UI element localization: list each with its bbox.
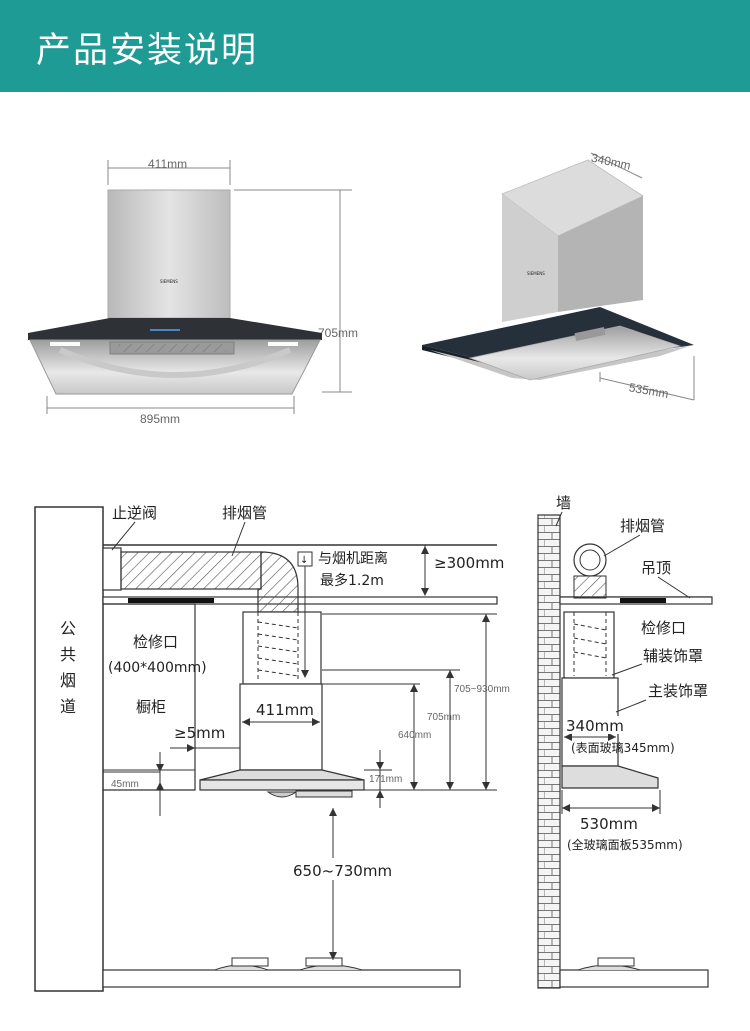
side-countertop xyxy=(559,969,709,988)
front-brand-logo: SIEMENS xyxy=(160,279,178,284)
dim-705-label: 705mm xyxy=(427,712,460,723)
public-flue-char-4: 道 xyxy=(60,697,76,716)
exhaust-pipe-horizontal xyxy=(120,551,262,590)
side-exhaust-pipe-label: 排烟管 xyxy=(620,517,665,535)
lower-chimney xyxy=(239,683,323,771)
dim-640-label: 640mm xyxy=(398,730,431,741)
exhaust-pipe-label: 排烟管 xyxy=(222,504,267,522)
side-depth-530-label: 530mm xyxy=(580,815,638,833)
svg-text:↓: ↓ xyxy=(300,555,308,566)
public-flue-char-2: 共 xyxy=(60,645,76,664)
distance-note-line1: 与烟机距离 xyxy=(318,550,388,567)
wall-cabinet xyxy=(103,603,196,791)
front-height-label: 705mm xyxy=(318,326,358,340)
main-cover-label: 主装饰罩 xyxy=(648,682,708,700)
aux-cover-label: 辅装饰罩 xyxy=(643,647,703,665)
ceiling-board xyxy=(102,596,498,605)
ceiling-label: 吊顶 xyxy=(641,559,671,577)
dim-45-label: 45mm xyxy=(111,779,139,790)
dim-171-label: 171mm xyxy=(369,774,402,785)
ceiling-clearance-label: ≥300mm xyxy=(434,554,504,572)
access-port-size-label: (400*400mm) xyxy=(108,660,207,676)
check-valve-label: 止逆阀 xyxy=(112,504,157,522)
front-hood-body xyxy=(29,339,321,395)
header-banner: 产品安装说明 xyxy=(0,0,750,92)
side-installation-diagram: 墙 排烟管 吊顶 检修口 辅装饰罩 主装饰罩 340mm xyxy=(537,494,713,989)
front-product-view: 411mm 705mm 895mm SIEMENS xyxy=(28,157,358,426)
chimney-width-label: 411mm xyxy=(256,701,314,719)
distance-note-line2: 最多1.2m xyxy=(320,572,384,589)
gap-5mm-label: ≥5mm xyxy=(174,724,225,742)
cabinet-label: 橱柜 xyxy=(136,698,166,716)
range-705-930-label: 705~930mm xyxy=(454,684,510,695)
side-brand-logo: SIEMENS xyxy=(527,271,545,276)
side-bottom-depth-label: 535mm xyxy=(628,380,670,401)
countertop xyxy=(102,969,461,988)
public-flue-char-3: 烟 xyxy=(60,671,76,690)
stove-height-label: 650~730mm xyxy=(293,862,392,880)
side-product-view: 340mm SIEMENS 535mm xyxy=(422,151,695,401)
side-hood-body xyxy=(561,765,659,789)
public-flue-wall xyxy=(34,506,104,992)
front-chimney xyxy=(107,189,231,319)
front-installation-diagram: 公 共 烟 道 止逆阀 排烟管 xyxy=(34,504,510,992)
front-bottom-width-label: 895mm xyxy=(140,412,180,426)
public-flue-char-1: 公 xyxy=(60,619,76,638)
front-top-width-label: 411mm xyxy=(148,157,187,171)
hood-glass-panel xyxy=(199,779,365,791)
page-title: 产品安装说明 xyxy=(36,31,259,71)
side-access-port-label: 检修口 xyxy=(641,619,686,637)
check-valve xyxy=(102,547,122,591)
glass-345-label: (表面玻璃345mm) xyxy=(571,741,675,755)
wall-label: 墙 xyxy=(556,494,571,512)
access-port-label: 检修口 xyxy=(133,633,178,651)
brick-wall xyxy=(537,514,561,989)
side-depth-340-label: 340mm xyxy=(566,717,624,735)
glass-535-label: (全玻璃面板535mm) xyxy=(567,837,683,852)
